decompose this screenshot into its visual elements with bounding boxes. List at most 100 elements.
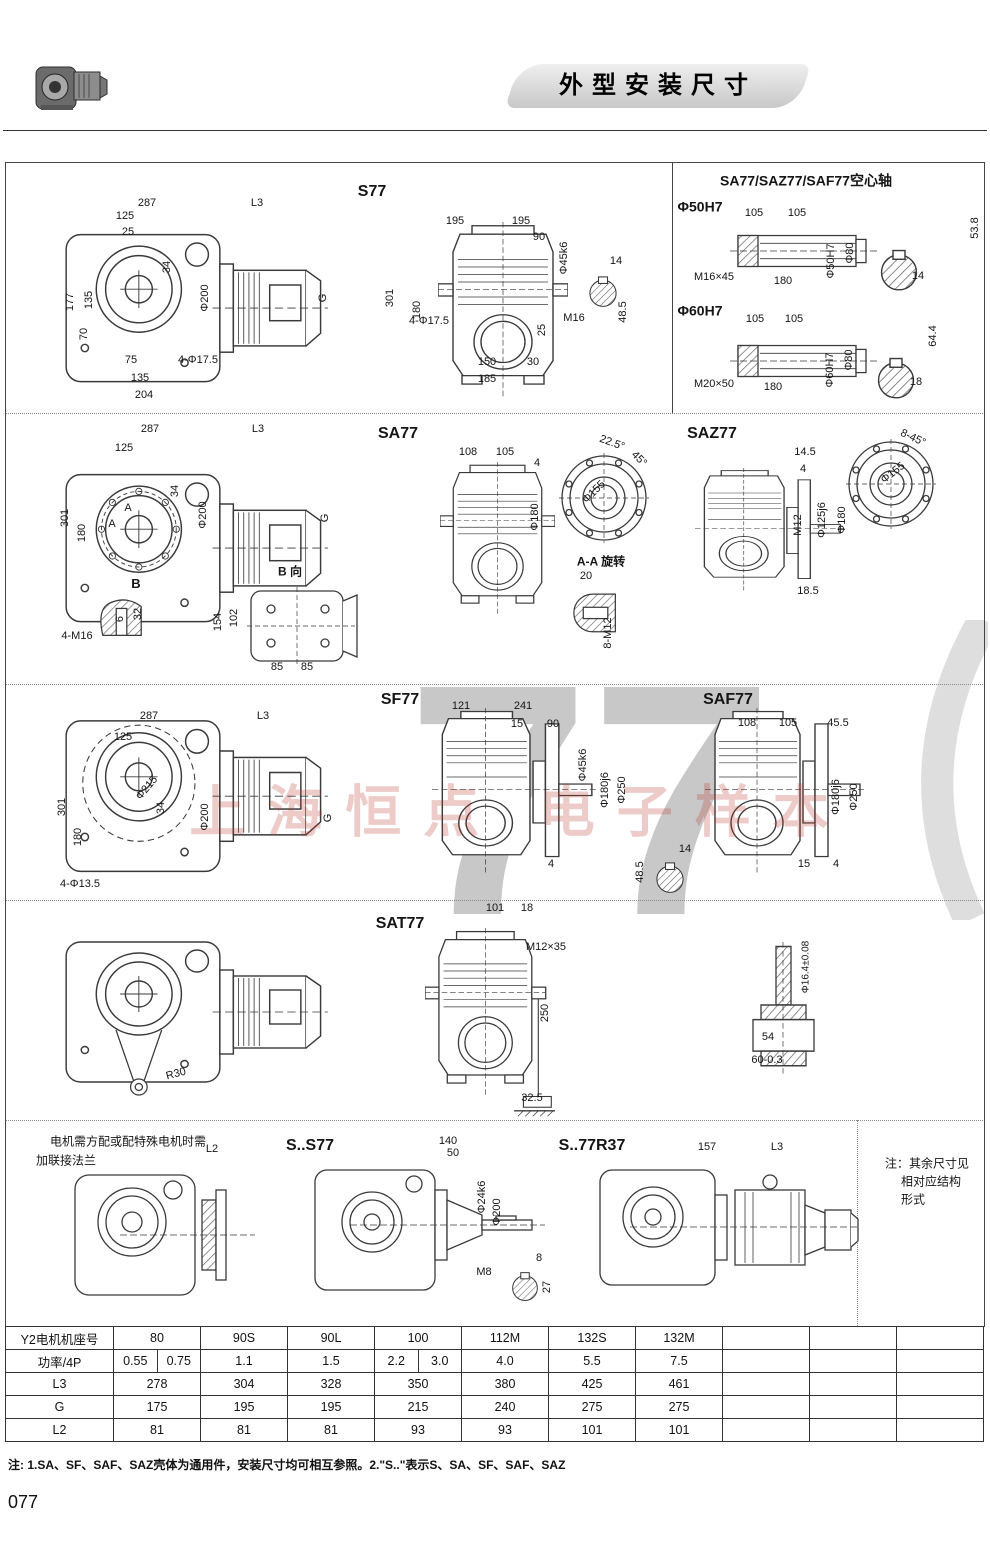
dim-105: 105 <box>778 716 798 729</box>
subtitle-d50h7: Φ50H7 <box>677 198 723 215</box>
dim-102: 102 <box>227 608 240 628</box>
dim-105: 105 <box>784 312 804 325</box>
dim-M12: M12 <box>791 514 804 536</box>
note-right-line2: 相对应结构 <box>900 1174 962 1189</box>
footnote: 注: 1.SA、SF、SAF、SAZ壳体为通用件，安装尺寸均可相互参照。2."S… <box>8 1458 566 1472</box>
table-cell <box>809 1326 897 1350</box>
dim-177: 177 <box>63 292 76 312</box>
dim-64.4: 64.4 <box>926 325 939 347</box>
dim-105: 105 <box>495 445 515 458</box>
title-b-view: B 向 <box>277 564 303 579</box>
dim-30: 30 <box>526 355 540 368</box>
table-cell: 80 <box>113 1326 201 1350</box>
dim-54: 54 <box>761 1030 775 1043</box>
table-cell: 304 <box>200 1372 288 1396</box>
table-cell <box>809 1372 897 1396</box>
dim-18: 18 <box>520 901 534 914</box>
section-separator-2 <box>6 684 983 685</box>
drawing-hollow-shaft-50-section <box>880 249 918 291</box>
table-cell: 195 <box>287 1395 375 1419</box>
drawing-sat77-front-view <box>425 928 555 1117</box>
dim-125: 125 <box>113 730 133 743</box>
dim-180: 180 <box>75 523 88 543</box>
dim-105: 105 <box>745 312 765 325</box>
title-hollow-shaft: SA77/SAZ77/SAF77空心轴 <box>720 172 892 189</box>
table-cell: 350 <box>374 1372 462 1396</box>
table-cell: 461 <box>635 1372 723 1396</box>
dim-180: 180 <box>71 827 84 847</box>
dim-Φ45k6: Φ45k6 <box>557 241 570 275</box>
dim-18.5: 18.5 <box>797 584 819 597</box>
dim-M12×35: M12×35 <box>525 940 567 953</box>
dim-A: A <box>108 517 116 530</box>
dim-75: 75 <box>124 353 138 366</box>
dim-287: 287 <box>140 422 160 435</box>
table-cell <box>809 1395 897 1419</box>
table-cell <box>722 1418 810 1442</box>
dim-140: 140 <box>438 1134 458 1147</box>
row1-divider <box>672 162 673 413</box>
drawing-ss77-unit <box>314 1169 545 1291</box>
title-saf77: SAF77 <box>703 691 753 709</box>
drawing-ss77-shaft-section <box>512 1272 538 1301</box>
table-cell: 132S <box>548 1326 636 1350</box>
table-cell: 1.1 <box>200 1349 288 1373</box>
drawing-hollow-shaft-60 <box>730 344 879 378</box>
dim-105: 105 <box>787 206 807 219</box>
drawing-sa77-flange-circle <box>558 452 650 544</box>
dim-90: 90 <box>532 230 546 243</box>
header-banner: 外型安装尺寸 <box>504 64 812 108</box>
dim-M20×50: M20×50 <box>693 377 735 390</box>
title-s77: S77 <box>357 183 387 201</box>
dim-B: B <box>131 575 141 591</box>
dim-150: 150 <box>477 355 497 368</box>
drawing-s77-shaft-section <box>589 276 617 307</box>
dim-241: 241 <box>513 699 533 712</box>
note-flange-line1: 电机需方配或配特殊电机时需 <box>49 1134 207 1149</box>
table-cell: 240 <box>461 1395 549 1419</box>
title-sat77: SAT77 <box>375 915 425 933</box>
dim-Φ45k6: Φ45k6 <box>576 748 589 782</box>
dim-101: 101 <box>485 901 505 914</box>
table-row-label: L2 <box>5 1418 114 1442</box>
dim-Φ200: Φ200 <box>196 501 209 529</box>
table-cell: 215 <box>374 1395 462 1419</box>
table-cell: 101 <box>548 1418 636 1442</box>
dim-301: 301 <box>58 508 71 528</box>
table-cell <box>809 1349 897 1373</box>
title-s-s77: S..S77 <box>285 1137 335 1155</box>
dim-48.5: 48.5 <box>633 861 646 883</box>
drawing-hollow-shaft-50 <box>730 234 879 268</box>
dim-34: 34 <box>154 801 167 815</box>
dim-180: 180 <box>773 274 793 287</box>
table-cell <box>722 1326 810 1350</box>
dim-301: 301 <box>55 797 68 817</box>
table-cell <box>896 1418 984 1442</box>
title-s77r37: S..77R37 <box>558 1137 626 1155</box>
dim-108: 108 <box>737 716 757 729</box>
dim-90: 90 <box>546 717 560 730</box>
header-rule <box>3 130 987 131</box>
dim-L3: L3 <box>250 196 264 209</box>
dim-18: 18 <box>909 375 923 388</box>
dim-L3: L3 <box>256 709 270 722</box>
dim-G: G <box>318 513 331 523</box>
table-cell: 4.0 <box>461 1349 549 1373</box>
dim-180: 180 <box>763 380 783 393</box>
dim-85: 85 <box>270 660 284 673</box>
table-cell: 81 <box>200 1418 288 1442</box>
dim-Φ200: Φ200 <box>490 1198 503 1226</box>
dim-Φ80: Φ80 <box>843 242 856 264</box>
section-separator-1 <box>6 413 983 414</box>
dim-50: 50 <box>446 1146 460 1159</box>
dim-Φ250: Φ250 <box>615 776 628 804</box>
table-cell: 275 <box>548 1395 636 1419</box>
dim-G: G <box>321 813 334 823</box>
watermark-red-text: 上海恒点 电子样本 <box>189 780 851 844</box>
table-cell: 132M <box>635 1326 723 1350</box>
dim-105: 105 <box>744 206 764 219</box>
